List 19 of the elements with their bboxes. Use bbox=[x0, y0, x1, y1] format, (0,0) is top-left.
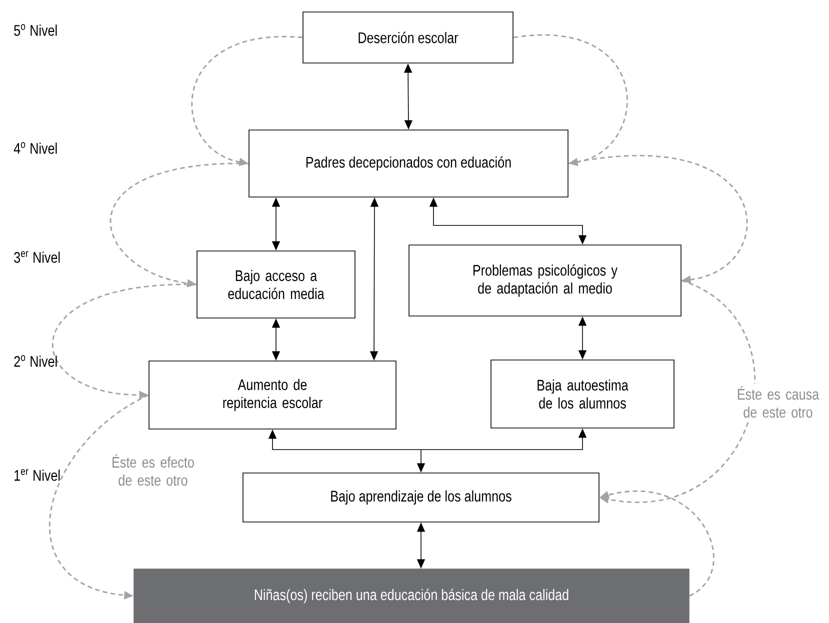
note-text: Éste es efecto de este otro bbox=[112, 454, 194, 486]
dashed-arrow bbox=[513, 34, 628, 166]
process-box: Padres decepcionados con eduación bbox=[248, 130, 568, 198]
process-box: Aumento de repitencia escolar bbox=[148, 360, 396, 430]
dashed-arrow bbox=[49, 394, 149, 600]
level-label: 4$^{o}$ Nivel bbox=[14, 142, 57, 154]
level-label: 2$^{o}$ Nivel bbox=[14, 355, 57, 367]
process-box: Problemas psicológicos y de adaptación al medio bbox=[408, 244, 682, 316]
level-label: 5$^{o}$ Nivel bbox=[14, 24, 57, 36]
process-box: Bajo aprendizaje de los alumnos bbox=[242, 472, 600, 522]
process-box: Baja autoestima de los alumnos bbox=[490, 360, 674, 428]
process-box: Bajo acceso a educación media bbox=[196, 250, 356, 318]
level-label: 3$^{er}$ Nivel bbox=[14, 251, 60, 263]
highlighted-box: Niñas(os) reciben una educación básica de mala calidad bbox=[134, 568, 690, 623]
dashed-arrow bbox=[568, 156, 748, 284]
process-box: Deserción escolar bbox=[302, 12, 514, 64]
dashed-arrow bbox=[110, 162, 249, 288]
edge-label: Éste es causa de este otro bbox=[734, 384, 822, 420]
level-label: 1$^{er}$ Nivel bbox=[14, 469, 60, 481]
